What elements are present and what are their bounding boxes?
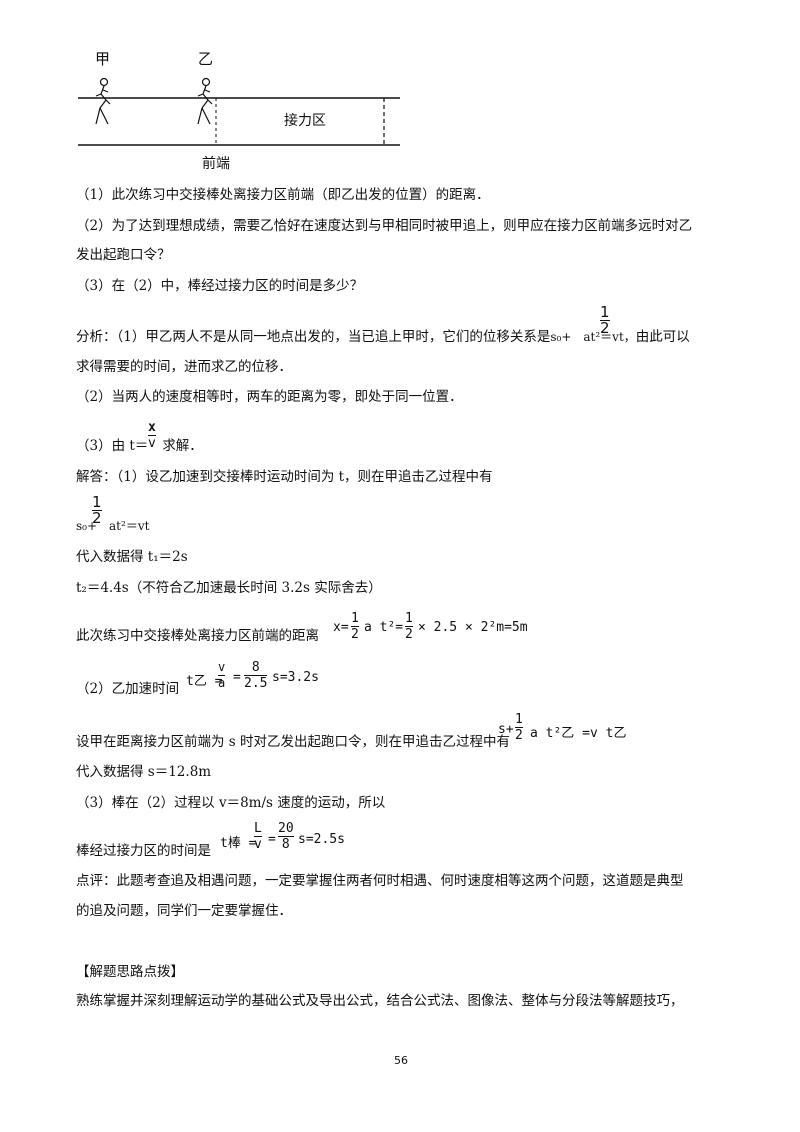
solution-rod-t: t棒 = [220, 836, 257, 851]
fraction-numerator: 1 [600, 303, 610, 321]
relay-zone-figure [78, 77, 400, 146]
solution-rod-text: 棒经过接力区的时间是 [76, 843, 211, 859]
fraction-numerator: v [218, 660, 226, 674]
question-3: （3）在（2）中，棒经过接力区的时间是多少？ [76, 278, 364, 294]
solution-eq1-fraction: 1 2 [92, 495, 102, 526]
runner-b-label: 乙 [198, 50, 214, 68]
solution-set-end: a t²乙 =v t乙 [530, 726, 627, 741]
fraction-numerator: 1 [92, 493, 102, 511]
fraction-numerator: L [254, 821, 262, 836]
solution-eq1-s0: s₀+ [76, 519, 98, 533]
solution-line-1: 解答：（1）设乙加速到交接棒时运动时间为 t，则在甲追击乙过程中有 [76, 469, 493, 485]
solution-distance-fraction-2: 1 2 [405, 611, 413, 642]
solution-accel-fraction-2: 8 2.5 [244, 660, 268, 691]
fraction-numerator: 8 [251, 660, 260, 675]
fraction-numerator: 20 [278, 821, 294, 836]
solution-set-fraction: 1 2 [515, 712, 523, 743]
fraction-denominator: 2 [515, 727, 523, 743]
fraction-denominator: 2 [600, 319, 610, 337]
solution-t1: 代入数据得 t₁＝2s [76, 549, 188, 565]
fraction-numerator: 1 [405, 611, 413, 626]
fraction-numerator: 1 [351, 611, 359, 626]
fraction-denominator: 2 [351, 626, 359, 642]
solution-rod-mid: = [268, 832, 276, 847]
fraction-denominator: 2 [92, 509, 102, 527]
analysis-line-4: （3）由 t＝ 求解． [76, 437, 203, 455]
analysis-formula-s0: s₀+ [550, 330, 572, 344]
fraction-denominator: 2 [405, 626, 413, 642]
solution-eq1: s₀+ at²＝vt [76, 517, 149, 535]
question-2-line-2: 发出起跑口令？ [76, 247, 171, 263]
analysis-t-fraction: x v [148, 420, 156, 451]
analysis-formula-fraction: 1 2 [600, 305, 610, 336]
comment-line-1: 点评：此题考查追及相遇问题，一定要掌握住两者何时相遇、何时速度相等这两个问题，这… [76, 873, 684, 889]
tips-heading: 【解题思路点拨】 [76, 964, 184, 980]
solution-rod-end: s=2.5s [298, 832, 345, 847]
analysis-formula-rest: at²＝vt， [583, 330, 636, 344]
solution-accel-t: t乙 = [186, 674, 223, 689]
analysis-line-3: （2）当两人的速度相等时，两车的距离为零，即处于同一位置． [76, 389, 463, 405]
fraction-denominator: a [218, 675, 226, 690]
solution-accel-end: s=3.2s [272, 670, 319, 685]
solution-set-text: 设甲在距离接力区前端为 s 时对乙发出起跑口令，则在甲追击乙过程中有 [76, 734, 511, 750]
analysis-line-4-post: 求解． [162, 438, 203, 454]
comment-line-2: 的追及问题，同学们一定要掌握住． [76, 903, 292, 919]
solution-s-value: 代入数据得 s＝12.8m [76, 764, 212, 780]
fraction-denominator: 2.5 [244, 675, 268, 691]
analysis-line-1-text: 分析：（1）甲乙两人不是从同一地点出发的，当已追上甲时，它们的位移关系是 [76, 329, 551, 345]
fraction-numerator: x [148, 420, 156, 435]
solution-distance-fraction-1: 1 2 [351, 611, 359, 642]
question-1: （1）此次练习中交接棒处离接力区前端（即乙出发的位置）的距离． [76, 187, 490, 203]
fraction-denominator: v [148, 435, 156, 451]
fraction-denominator: 8 [278, 836, 294, 852]
solution-t2: t₂＝4.4s（不符合乙加速最长时间 3.2s 实际舍去） [76, 580, 382, 596]
runner-a-label: 甲 [95, 50, 111, 68]
solution-set-s: s+ [498, 722, 514, 737]
solution-eq1-rest: at²＝vt [109, 519, 150, 533]
solution-distance-end: × 2.5 × 2²m=5m [418, 620, 528, 635]
page-number: 56 [394, 1054, 408, 1067]
solution-accel-fraction-1: v a [218, 660, 226, 691]
solution-rod-fraction-1: L v [254, 821, 262, 852]
analysis-line-1-post: 由此可以 [635, 329, 690, 345]
front-label: 前端 [202, 156, 230, 172]
runner-a-icon [95, 77, 111, 125]
fraction-denominator: v [254, 836, 262, 852]
solution-distance-mid: a t²= [364, 620, 404, 635]
solution-distance-text: 此次练习中交接棒处离接力区前端的距离 [76, 628, 319, 644]
fraction-numerator: 1 [515, 712, 523, 727]
solution-accel-mid: = [233, 670, 241, 685]
question-2-line-1: （2）为了达到理想成绩，需要乙恰好在速度达到与甲相同时被甲追上，则甲应在接力区前… [76, 218, 693, 234]
solution-distance-x: x= [333, 620, 349, 635]
analysis-line-4-pre: （3）由 t＝ [76, 438, 149, 454]
zone-label: 接力区 [284, 113, 326, 129]
analysis-line-2: 求得需要的时间，进而求乙的位移． [76, 359, 292, 375]
runner-b-icon [197, 77, 213, 125]
tips-line-1: 熟练掌握并深刻理解运动学的基础公式及导出公式，结合公式法、图像法、整体与分段法等… [76, 993, 684, 1009]
solution-rod-fraction-2: 20 8 [278, 821, 294, 852]
solution-q3-line: （3）棒在（2）过程以 v＝8m/s 速度的运动，所以 [76, 795, 386, 811]
solution-accel-text: （2）乙加速时间 [76, 681, 180, 697]
analysis-line-1: 分析：（1）甲乙两人不是从同一地点出发的，当已追上甲时，它们的位移关系是s₀+ a… [76, 328, 690, 346]
